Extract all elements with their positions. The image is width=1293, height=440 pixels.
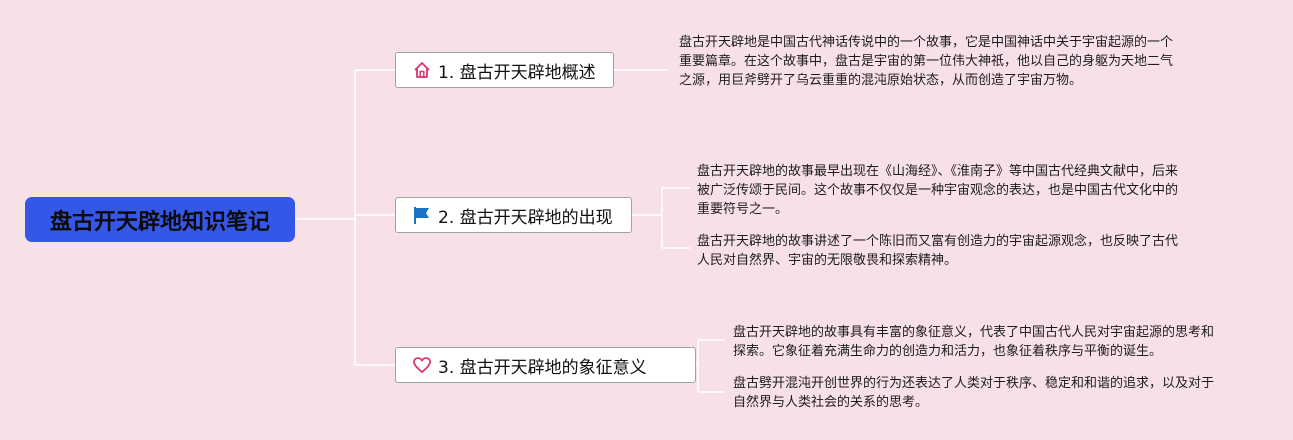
branch-label: 3. 盘古开天辟地的象征意义 (438, 357, 647, 378)
heart-icon (412, 355, 432, 375)
root-title: 盘古开天辟地知识笔记 (49, 209, 270, 235)
note-symbolism-second: 盘古劈开混沌开创世界的行为还表达了人类对于秩序、稳定和和谐的追求，以及对于自然界… (733, 376, 1215, 410)
note-origin-second: 盘古开天辟地的故事讲述了一个陈旧而又富有创造力的宇宙起源观念，也反映了古代人民对… (697, 234, 1179, 268)
branch-label: 2. 盘古开天辟地的出现 (438, 207, 613, 228)
note-symbolism-first: 盘古开天辟地的故事具有丰富的象征意义，代表了中国古代人民对宇宙起源的思考和探索。… (733, 325, 1215, 359)
branch-node-origin[interactable]: 2. 盘古开天辟地的出现 (395, 197, 632, 233)
branch-label: 1. 盘古开天辟地概述 (438, 62, 596, 83)
branch-node-overview[interactable]: 1. 盘古开天辟地概述 (395, 52, 614, 88)
root-node[interactable]: 盘古开天辟地知识笔记 (25, 197, 295, 242)
note-origin-first: 盘古开天辟地的故事最早出现在《山海经》、《淮南子》等中国古代经典文献中，后来被广… (697, 164, 1179, 217)
home-icon (412, 60, 432, 80)
note-overview: 盘古开天辟地是中国古代神话传说中的一个故事，它是中国神话中关于宇宙起源的一个重要… (679, 35, 1174, 88)
flag-icon (412, 205, 432, 225)
branch-node-symbolism[interactable]: 3. 盘古开天辟地的象征意义 (395, 347, 696, 383)
